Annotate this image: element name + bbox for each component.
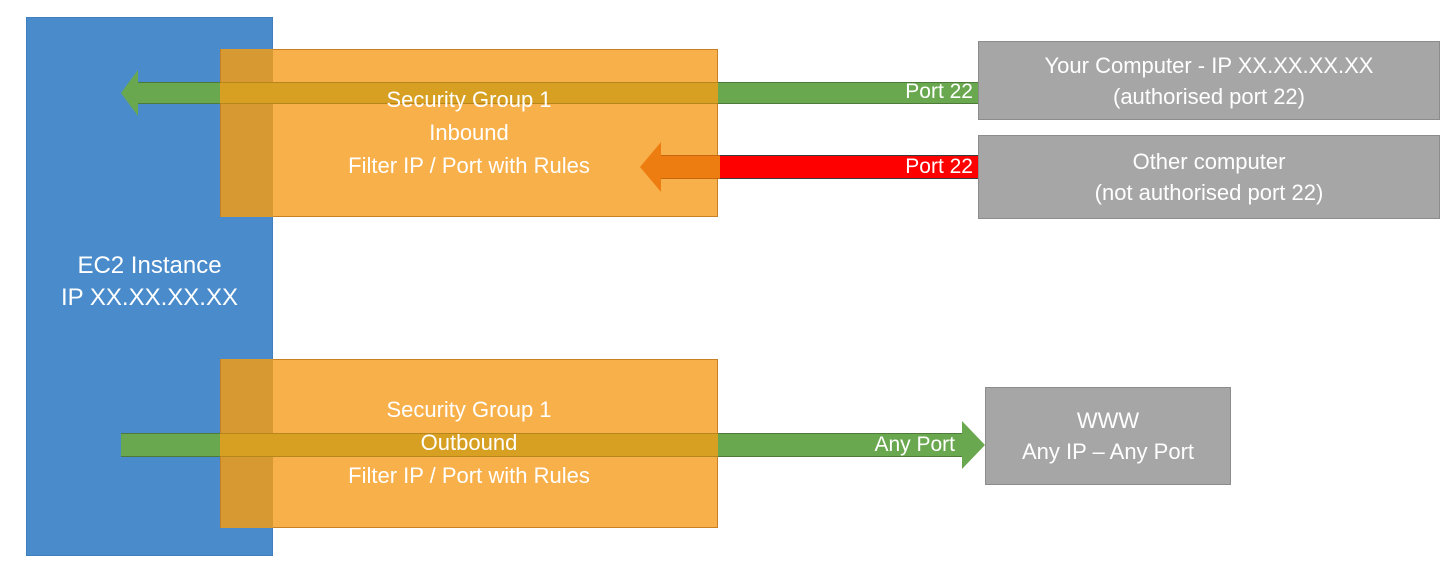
inbound-blocked-port-label: Port 22: [905, 155, 973, 178]
security-group-inbound-box: [220, 49, 718, 217]
security-group-inbound-overlap: [220, 49, 273, 217]
endpoint-other-computer-subtitle: (not authorised port 22): [1094, 180, 1324, 205]
ec2-instance-label: EC2 Instance IP XX.XX.XX.XX: [26, 250, 273, 314]
inbound-blocked-arrow-head-icon: [640, 142, 661, 192]
inbound-allowed-arrow-over-security-group: [220, 82, 718, 104]
outbound-allowed-port-label: Any Port: [874, 433, 955, 456]
ec2-instance-ip: IP XX.XX.XX.XX: [61, 284, 238, 311]
outbound-allowed-arrow-head-icon: [962, 421, 985, 469]
outbound-allowed-arrow-over-security-group: [220, 433, 718, 457]
ec2-instance-name: EC2 Instance: [77, 252, 222, 279]
endpoint-your-computer-title: Your Computer - IP XX.XX.XX.XX: [1044, 52, 1374, 78]
inbound-allowed-port-label: Port 22: [905, 80, 973, 103]
inbound-allowed-arrow-head-icon: [121, 70, 138, 116]
endpoint-www-title: WWW: [1076, 408, 1140, 433]
endpoint-other-computer-box: Other computer (not authorised port 22): [978, 135, 1440, 219]
endpoint-www-subtitle: Any IP – Any Port: [1021, 439, 1195, 464]
endpoint-your-computer-subtitle: (authorised port 22): [1113, 83, 1305, 109]
endpoint-www-box: WWW Any IP – Any Port: [985, 387, 1231, 485]
inbound-blocked-arrow-shaft: [660, 155, 720, 179]
inbound-allowed-connector: [718, 82, 979, 104]
endpoint-other-computer-title: Other computer: [1132, 149, 1286, 174]
endpoint-your-computer-box: Your Computer - IP XX.XX.XX.XX (authoris…: [978, 41, 1440, 120]
inbound-blocked-connector: [718, 155, 979, 179]
